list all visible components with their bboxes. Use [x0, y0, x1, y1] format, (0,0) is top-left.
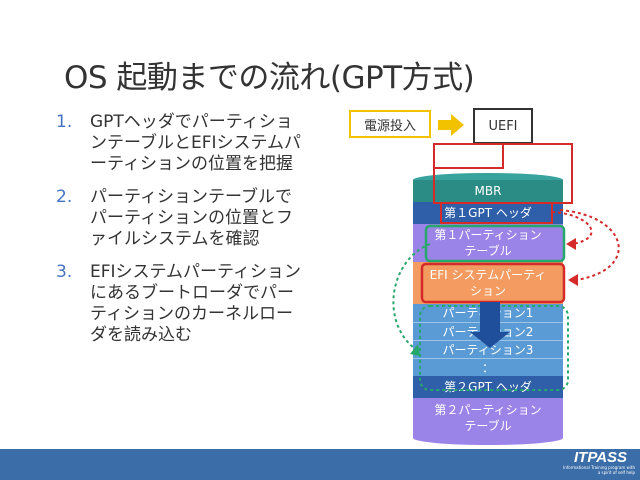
step-item: 3. EFIシステムパーティションにあるブートローダでパーティションのカーネルロ… [56, 262, 316, 346]
header-to-efi-arrowhead [568, 274, 578, 286]
partition-table-highlight [424, 224, 566, 263]
header-to-table-arrowhead [566, 238, 576, 250]
step-text: GPTヘッダでパーティションテーブルとEFIシステムパーティションの位置を把握 [90, 112, 302, 174]
down-arrow-icon [470, 302, 510, 348]
table-to-partitions-arrow [392, 243, 431, 349]
efi-system-partition-layer: EFI システムパーティ ション [413, 262, 563, 304]
efi-highlight [420, 262, 566, 304]
step-number: 3. [56, 262, 73, 282]
step-number: 2. [56, 187, 73, 207]
slide-title: OS 起動までの流れ(GPT方式) [64, 60, 475, 96]
uefi-to-gpt-line [435, 144, 504, 169]
steps-list: 1. GPTヘッダでパーティションテーブルとEFIシステムパーティションの位置を… [56, 112, 316, 358]
header-to-table-arrow [551, 211, 593, 245]
footer-bar [0, 449, 640, 480]
partitions-highlight [419, 305, 569, 391]
uefi-box: UEFI [473, 108, 533, 144]
gpt-header-1-highlight [440, 202, 553, 224]
step-item: 2. パーティションテーブルでパーティションの位置とファイルシステムを確認 [56, 187, 316, 250]
itpass-tagline: Informational Training program with a sp… [563, 465, 635, 475]
partition-table-1-layer: 第１パーティション テーブル [413, 224, 563, 262]
itpass-logo: ITPASS [574, 449, 628, 466]
mbr-layer: MBR [413, 180, 563, 202]
disk-bottom-cap [413, 431, 563, 445]
partition-ellipsis-layer: ： [413, 358, 563, 376]
power-on-box: 電源投入 [349, 110, 431, 138]
uefi-red-connector [433, 143, 573, 204]
arrow-right-icon [438, 114, 464, 136]
step-text: EFIシステムパーティションにあるブートローダでパーティションのカーネルローダを… [90, 262, 302, 345]
gpt-header-1-layer: 第１GPT ヘッダ [413, 202, 563, 224]
step-text: パーティションテーブルでパーティションの位置とファイルシステムを確認 [90, 187, 293, 249]
table-to-partitions-arrowhead [410, 344, 420, 356]
step-number: 1. [56, 112, 73, 132]
step-item: 1. GPTヘッダでパーティションテーブルとEFIシステムパーティションの位置を… [56, 112, 316, 175]
